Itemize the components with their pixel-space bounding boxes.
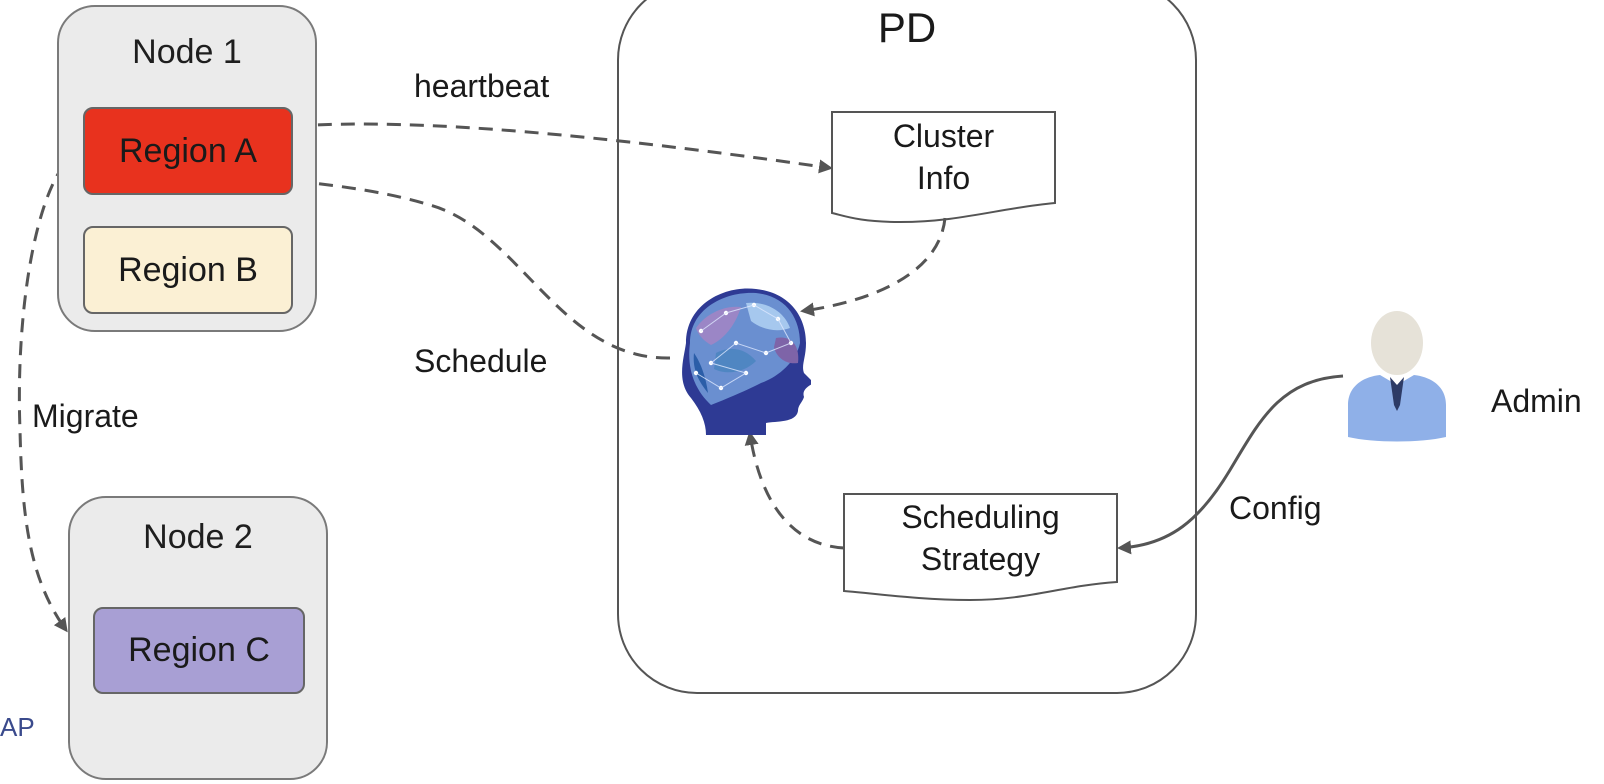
scheduling-strategy-line1: Scheduling [901, 499, 1060, 535]
strategy-to-brain-arrow [744, 431, 845, 550]
migrate-label: Migrate [32, 398, 139, 434]
cluster-info-line1: Cluster [892, 118, 995, 154]
heartbeat-arrow [294, 122, 833, 174]
scheduling-strategy-doc [843, 493, 1118, 602]
schedule-arrow [292, 175, 671, 360]
cluster-info-line2: Info [916, 160, 971, 196]
node-1-box: Node 1 Region A Region B [57, 5, 317, 332]
heartbeat-label: heartbeat [414, 68, 550, 104]
node-1-title: Node 1 [132, 33, 242, 71]
admin-label: Admin [1491, 383, 1582, 419]
pd-title: PD [877, 4, 937, 51]
migrate-arrow [17, 148, 83, 633]
node-2-title: Node 2 [143, 518, 253, 556]
logo-fragment: AP [0, 712, 35, 742]
cluster-info-doc [831, 111, 1056, 224]
info-to-brain-arrow [800, 217, 947, 317]
cluster-info-label: Cluster Info [832, 115, 1055, 199]
node-2-box: Node 2 Region C [68, 496, 328, 780]
region-c[interactable]: Region C [93, 607, 305, 694]
user-icon [1348, 311, 1446, 442]
config-arrow [1117, 374, 1344, 555]
pd-box: PD [617, 0, 1197, 694]
region-b[interactable]: Region B [83, 226, 293, 314]
scheduling-strategy-label: Scheduling Strategy [844, 496, 1117, 580]
brain-head-icon [682, 288, 811, 435]
scheduling-strategy-line2: Strategy [920, 541, 1041, 577]
region-a[interactable]: Region A [83, 107, 293, 195]
schedule-label: Schedule [414, 343, 548, 379]
config-label: Config [1229, 490, 1322, 526]
